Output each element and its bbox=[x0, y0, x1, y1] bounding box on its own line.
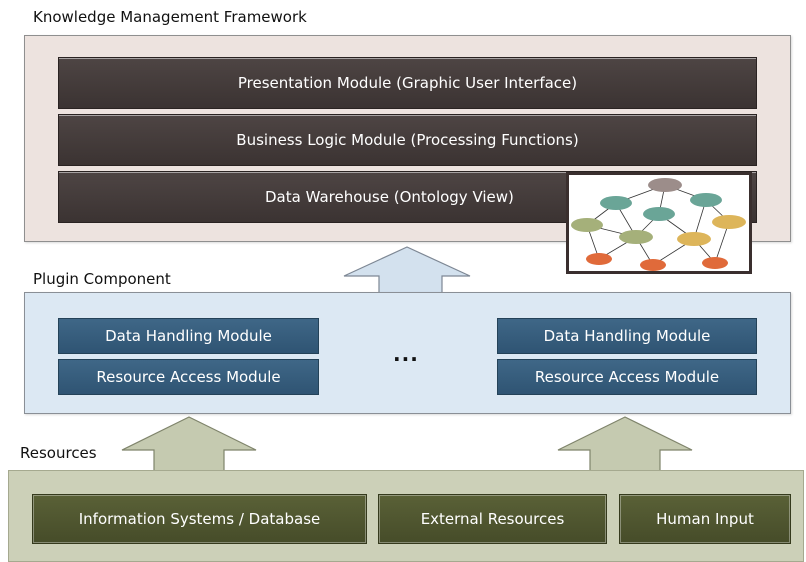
up-arrow-plugin-to-framework bbox=[343, 246, 471, 295]
right-data-handling-module: Data Handling Module bbox=[497, 318, 757, 354]
resources-title: Resources bbox=[20, 444, 97, 462]
framework-title: Knowledge Management Framework bbox=[33, 8, 307, 26]
ellipsis: ... bbox=[393, 342, 419, 366]
left-resource-access-module: Resource Access Module bbox=[58, 359, 319, 395]
resource-external-resources: External Resources bbox=[378, 494, 607, 544]
plugin-title: Plugin Component bbox=[33, 270, 171, 288]
business-logic-module: Business Logic Module (Processing Functi… bbox=[58, 114, 757, 166]
right-resource-access-module: Resource Access Module bbox=[497, 359, 757, 395]
resource-information-systems: Information Systems / Database bbox=[32, 494, 367, 544]
presentation-module: Presentation Module (Graphic User Interf… bbox=[58, 57, 757, 109]
left-data-handling-module: Data Handling Module bbox=[58, 318, 319, 354]
ontology-graph-image bbox=[566, 172, 752, 274]
ontology-graph bbox=[571, 178, 746, 271]
up-arrow-resources-left bbox=[121, 416, 257, 473]
resource-human-input: Human Input bbox=[619, 494, 791, 544]
up-arrow-resources-right bbox=[557, 416, 693, 473]
